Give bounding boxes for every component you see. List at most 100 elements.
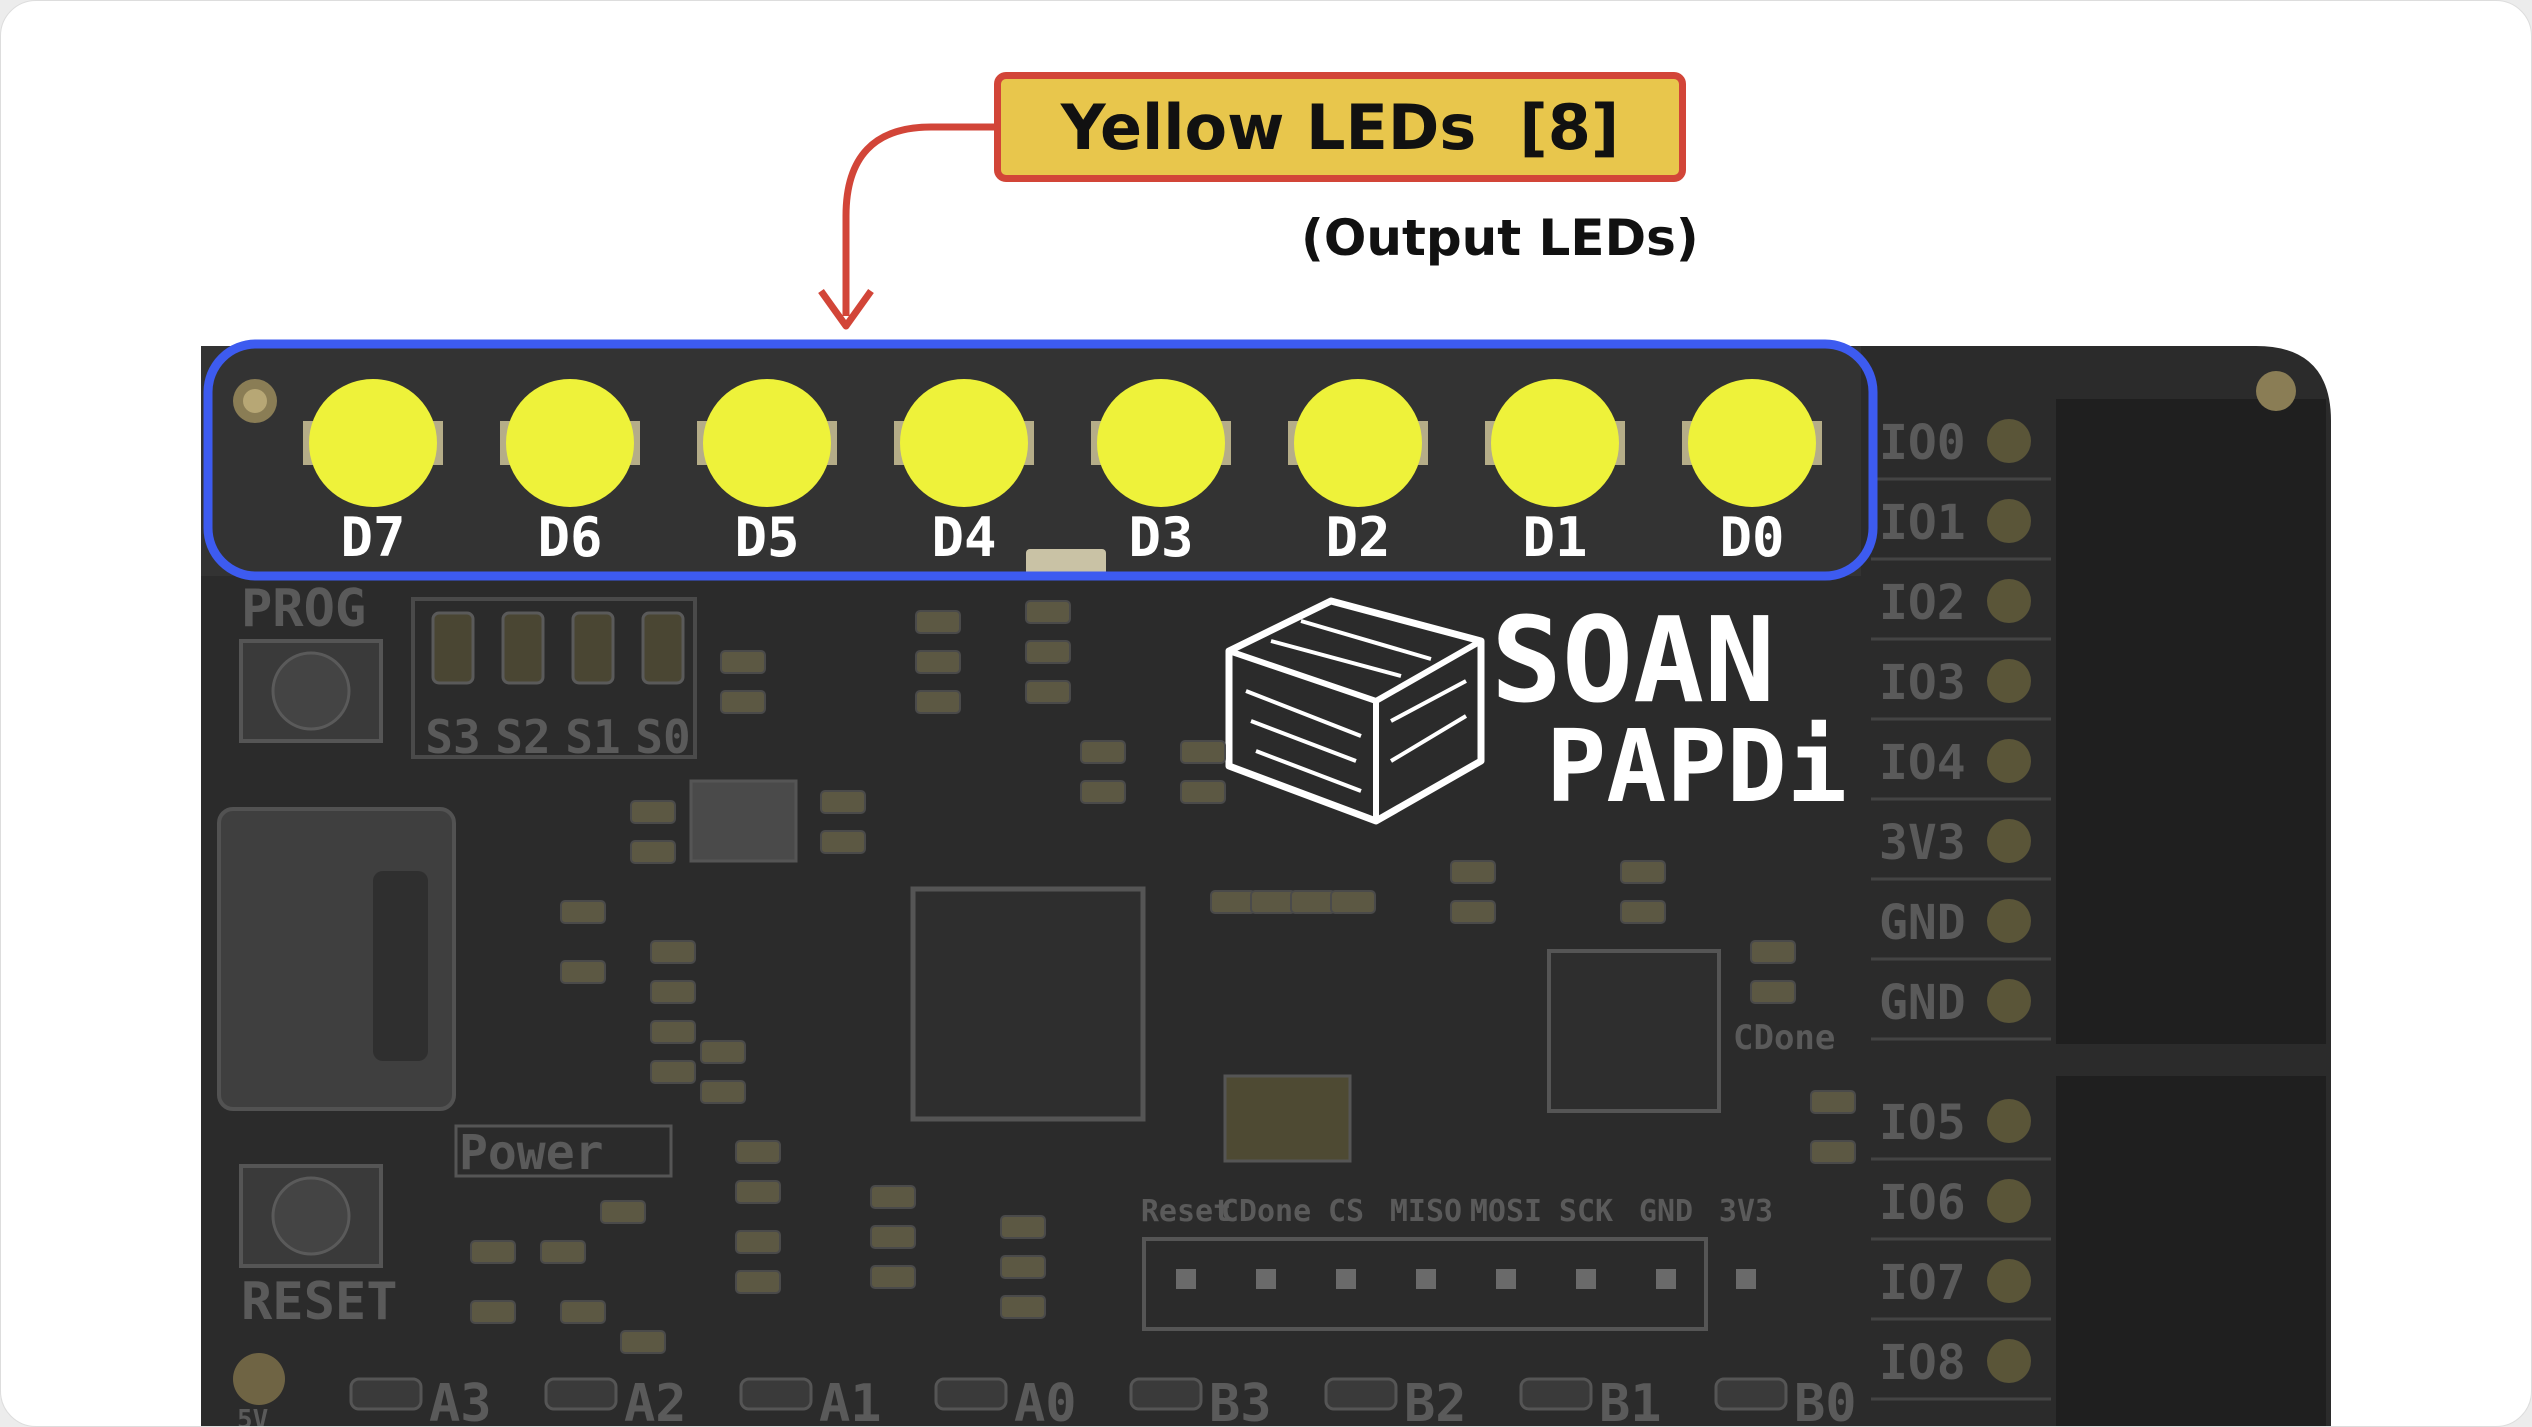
bottom-pin-label: B0 [1794,1374,1857,1427]
prog-label: PROG [241,579,366,639]
bottom-pin-pad [1129,1377,1203,1411]
smd-resistor [1080,780,1126,804]
smd-resistor [915,690,961,714]
right-pin-pad [1987,899,2031,943]
switch-label: S0 [635,710,690,764]
smd-resistor [870,1185,916,1209]
smd-resistor [630,800,676,824]
led-label: D5 [734,506,799,569]
right-pin-label: GND [1879,895,1966,951]
header-pin [1656,1269,1676,1289]
smd-resistor [820,830,866,854]
bottom-pin-pad [1714,1377,1788,1411]
led-lamp [506,379,634,507]
led-lamp [1294,379,1422,507]
led-label: D7 [340,506,405,569]
right-pin-pad [1987,499,2031,543]
right-pin-pad [1987,579,2031,623]
right-pin-pad [1987,1339,2031,1383]
header-label: MOSI [1470,1194,1542,1229]
logo-line1: SOAN [1491,591,1775,729]
bottom-pin-label: A1 [819,1374,882,1427]
bottom-pin-pad [349,1377,423,1411]
logo-cake-top [1228,638,1483,821]
smd-resistor [1025,680,1071,704]
led-d1: D1 [1485,379,1625,569]
bottom-pin-label: A2 [624,1374,687,1427]
led-d5: D5 [697,379,837,569]
smd-resistor [470,1300,516,1324]
usb-c-port [373,871,428,1061]
right-pin-label: IO2 [1879,575,1966,631]
header-pin [1176,1269,1196,1289]
led-d2: D2 [1288,379,1428,569]
right-pin-label: 3V3 [1879,815,1966,871]
led-lamp [1491,379,1619,507]
led-lamp [900,379,1028,507]
right-pin-pad [1987,419,2031,463]
switch-resistor [571,611,615,685]
smd-components [470,600,1856,1354]
right-pin-pad [1987,659,2031,703]
callout-arrow [842,123,994,316]
smd-resistor [1000,1215,1046,1239]
smd-resistor [735,1180,781,1204]
smd-resistor [1210,890,1256,914]
smd-resistor [870,1265,916,1289]
led-d4: D4 [894,379,1034,569]
led-lamp [1688,379,1816,507]
bottom-pin-label: B1 [1599,1374,1662,1427]
smd-resistor [1810,1140,1856,1164]
smd-resistor [600,1200,646,1224]
led-label: D4 [931,506,996,569]
smd-resistor [1080,740,1126,764]
jumper-pads [1223,1074,1352,1163]
led-label: D3 [1128,506,1193,569]
header-label: MISO [1390,1194,1462,1229]
smd-resistor [1025,640,1071,664]
crystal [689,779,798,863]
led-label: D6 [537,506,602,569]
led-lamp [703,379,831,507]
header-label: GND [1639,1194,1693,1229]
smd-resistor [915,610,961,634]
smd-resistor [650,1060,696,1084]
smd-resistor [735,1230,781,1254]
smd-resistor [700,1040,746,1064]
header-pin [1576,1269,1596,1289]
led-d7: D7 [303,379,443,569]
led-label: D2 [1325,506,1390,569]
smd-resistor [1180,780,1226,804]
smd-resistor [1290,890,1336,914]
bottom-pin-pad [1324,1377,1398,1411]
smd-resistor [560,1300,606,1324]
right-pin-pad [1987,739,2031,783]
smd-resistor [1450,900,1496,924]
bottom-pin-pad [934,1377,1008,1411]
right-pin-label: IO5 [1879,1095,1966,1151]
power-label: Power [459,1125,604,1181]
right-pin-label: IO1 [1879,495,1966,551]
callout-arrowhead [818,288,874,330]
smd-resistor [735,1270,781,1294]
smd-resistor [735,1140,781,1164]
pcb-board [201,346,2331,1426]
right-pin-pad [1987,1099,2031,1143]
switch-label: S2 [495,710,550,764]
led-label: D1 [1522,506,1587,569]
smd-resistor [650,940,696,964]
cdone-label: CDone [1733,1018,1835,1058]
prog-button-cap [271,651,351,731]
switch-label: S3 [425,710,480,764]
right-pin-label: IO6 [1879,1175,1966,1231]
led-d6: D6 [500,379,640,569]
right-pin-label: IO3 [1879,655,1966,711]
smd-resistor [1330,890,1376,914]
smd-resistor [915,650,961,674]
